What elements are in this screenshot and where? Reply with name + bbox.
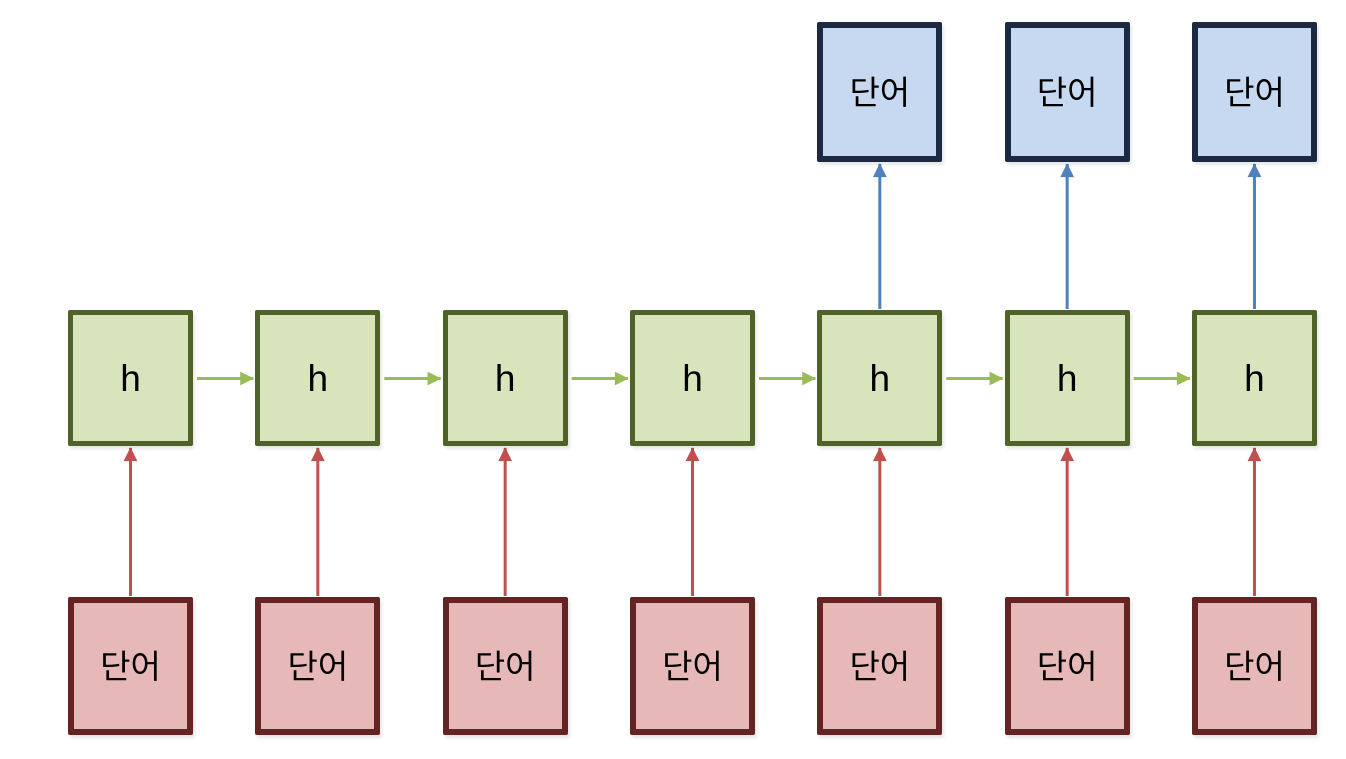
hidden-state-box: h xyxy=(255,310,381,446)
input-word-box-label: 단어 xyxy=(662,647,723,685)
hidden-state-box: h xyxy=(1004,310,1130,446)
hidden-state-box-label: h xyxy=(494,357,516,399)
input-word-box-label: 단어 xyxy=(1224,647,1285,685)
hidden-state-box-label: h xyxy=(869,357,891,399)
hidden-state-box: h xyxy=(629,310,755,446)
hidden-state-box-label: h xyxy=(120,357,141,399)
input-word-box: 단어 xyxy=(817,597,943,735)
input-word-box: 단어 xyxy=(1191,597,1317,735)
hidden-state-box-label: h xyxy=(1056,357,1078,399)
input-word-box: 단어 xyxy=(68,597,193,735)
hidden-state-box-label: h xyxy=(682,357,703,399)
input-word-box-label: 단어 xyxy=(474,647,536,685)
output-word-box: 단어 xyxy=(1004,22,1130,162)
hidden-state-box: h xyxy=(817,310,943,446)
hidden-state-box-label: h xyxy=(307,357,329,399)
input-word-box-label: 단어 xyxy=(849,647,911,685)
input-word-box: 단어 xyxy=(255,597,381,735)
input-word-box-label: 단어 xyxy=(100,647,161,685)
output-word-box-label: 단어 xyxy=(1224,73,1285,111)
hidden-state-box: h xyxy=(1191,310,1317,446)
input-word-box: 단어 xyxy=(1004,597,1130,735)
input-word-box: 단어 xyxy=(629,597,755,735)
output-word-box: 단어 xyxy=(1191,22,1317,162)
hidden-state-box: h xyxy=(68,310,193,446)
hidden-state-box-label: h xyxy=(1244,357,1265,399)
output-word-box: 단어 xyxy=(817,22,943,162)
input-word-box: 단어 xyxy=(442,597,568,735)
output-word-box-label: 단어 xyxy=(1036,73,1098,111)
input-word-box-label: 단어 xyxy=(287,647,349,685)
input-word-box-label: 단어 xyxy=(1036,647,1098,685)
output-word-box-label: 단어 xyxy=(849,73,911,111)
hidden-state-box: h xyxy=(442,310,568,446)
